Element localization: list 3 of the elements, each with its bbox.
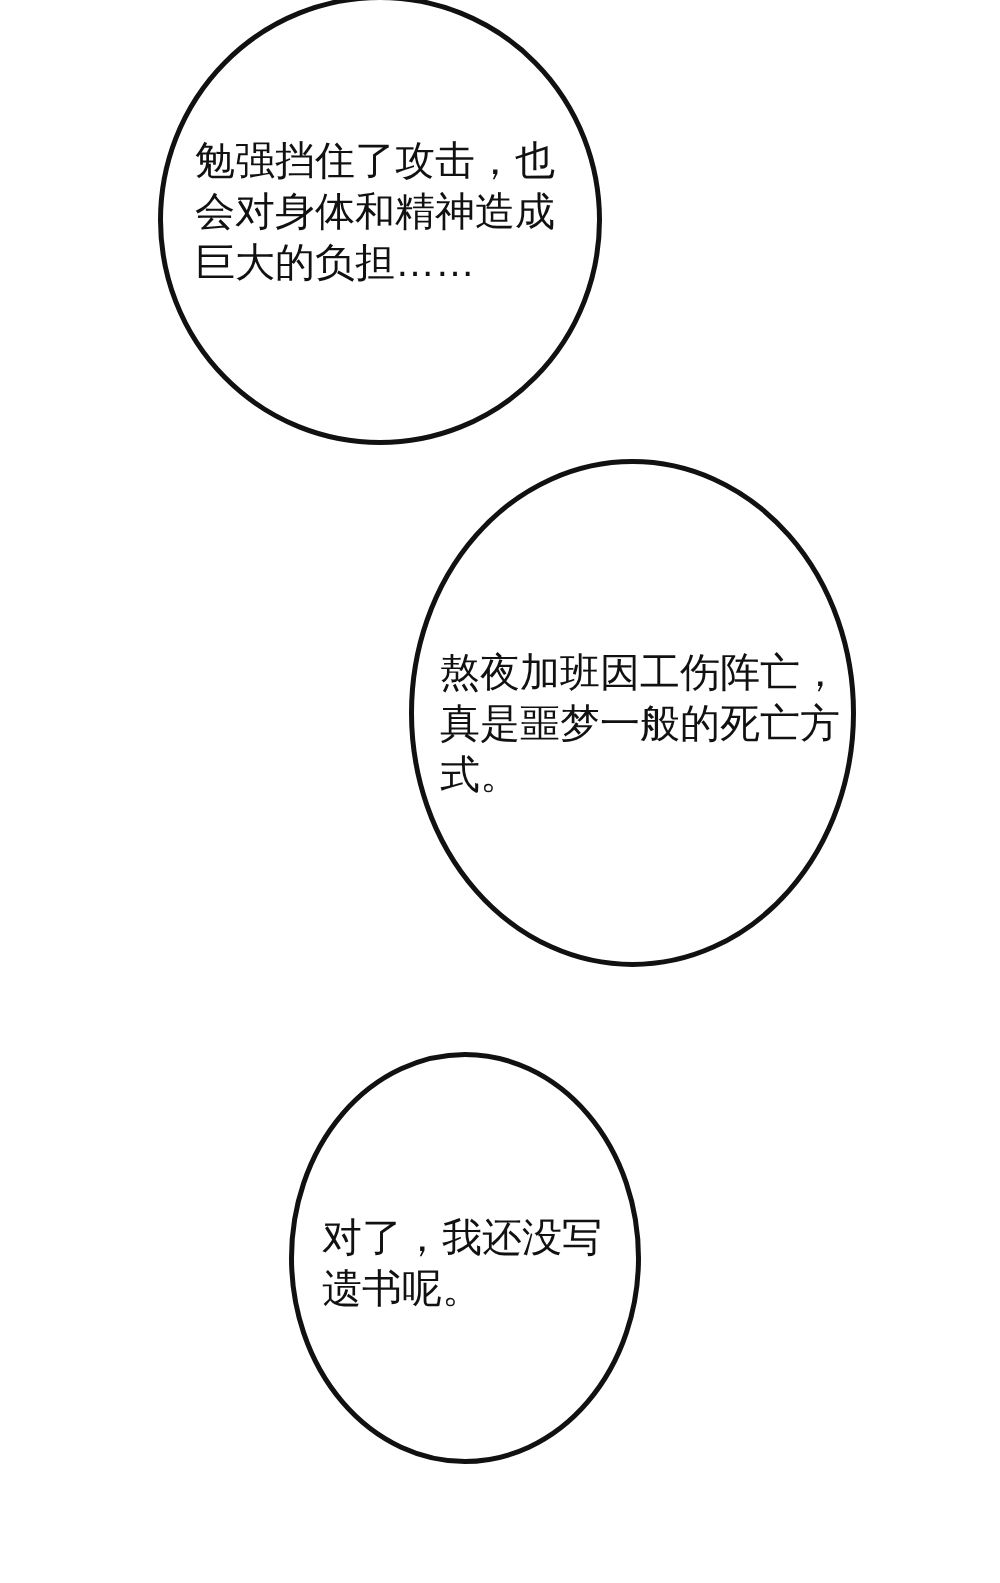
speech-text: 熬夜加班因工伤阵亡，真是噩梦一般的死亡方式。: [440, 649, 841, 798]
speech-text: 勉强挡住了攻击，也会对身体和精神造成巨大的负担……: [195, 137, 556, 286]
speech-text: 对了，我还没写遗书呢。: [322, 1214, 603, 1312]
